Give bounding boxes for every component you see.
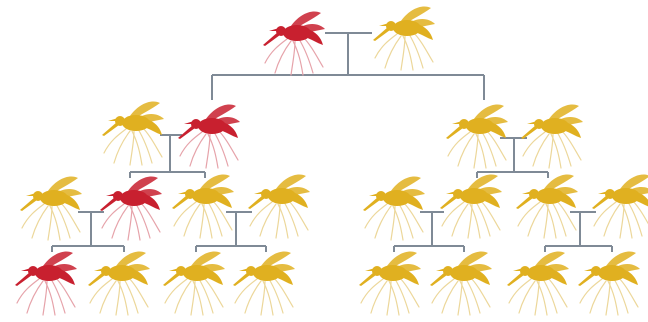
mosquito-icon	[362, 175, 426, 241]
mosquito-icon	[177, 103, 241, 169]
mosquito-icon	[591, 173, 648, 239]
mosquito-icon	[262, 10, 326, 76]
mosquito-icon	[171, 173, 235, 239]
mosquito-icon	[429, 250, 493, 316]
mosquito-icon	[520, 103, 584, 169]
mosquito-icon	[445, 103, 509, 169]
mosquito-icon	[19, 175, 83, 241]
mosquito-icon	[87, 250, 151, 316]
mosquito-icon	[99, 175, 163, 241]
mosquito-icon	[372, 5, 436, 71]
mosquito-icon	[14, 250, 78, 316]
pedigree-lines	[51, 32, 613, 252]
mosquito-icon	[358, 250, 422, 316]
mosquito-icon	[515, 173, 579, 239]
mosquito-icon	[247, 173, 311, 239]
mosquito-icon	[577, 250, 641, 316]
mosquito-icon	[439, 173, 503, 239]
mosquito-icon	[162, 250, 226, 316]
pedigree-individuals	[14, 5, 648, 316]
mosquito-icon	[506, 250, 570, 316]
mosquito-icon	[101, 100, 165, 166]
mosquito-icon	[232, 250, 296, 316]
